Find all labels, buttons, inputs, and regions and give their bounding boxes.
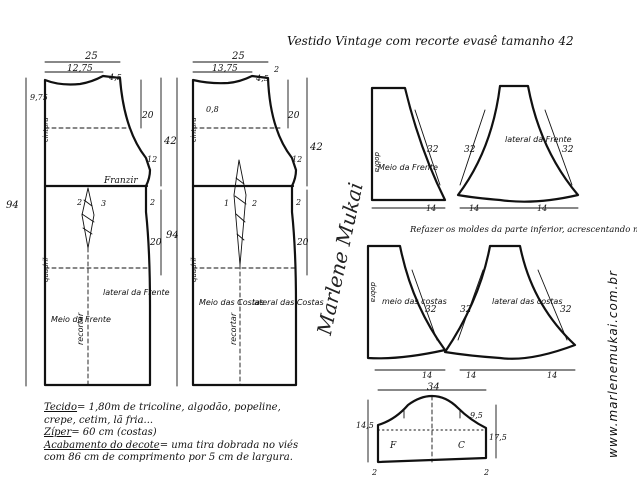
front-waist-in: 2	[149, 198, 155, 207]
front-panel-length-b: 32	[464, 145, 476, 155]
back-side-label: lateral das Costas	[252, 298, 324, 307]
zipper-text: = 60 cm (costas)	[71, 427, 157, 438]
sleeve-pattern	[367, 389, 497, 464]
page-title: Vestido Vintage com recorte evasê tamanh…	[287, 34, 574, 48]
finish-key: Acabamento do decote	[44, 439, 160, 451]
front-center-label: Meio da Frente	[51, 315, 111, 324]
front-hip-label: quadril	[42, 258, 50, 282]
sleeve-back-mark: C	[458, 441, 465, 451]
finish-text: = uma tira dobrada no viés	[159, 439, 299, 451]
front-side-mark: 12	[147, 155, 157, 164]
front-panel-length-c: 32	[562, 145, 574, 155]
back-neck-small: 2	[273, 65, 279, 74]
front-cut-label: recortar	[76, 312, 85, 345]
fabric-line: Tecido= 1,80m de tricoline, algodão, pop…	[44, 402, 364, 415]
back-panel-center-label: meio das costas	[382, 297, 447, 306]
front-panel-length: 32	[427, 145, 439, 155]
back-panel-fold: dobra	[369, 282, 377, 302]
zipper-key: Zíper	[44, 427, 72, 438]
front-gather-label: Franzir	[103, 176, 138, 186]
back-cut-label: recortar	[229, 312, 238, 345]
back-waist-label: cintura	[190, 117, 198, 142]
sleeve-front-mark: F	[389, 441, 397, 451]
sleeve-cap: 14,5	[356, 421, 374, 430]
back-panel-length-b: 32	[460, 305, 472, 315]
back-waist-in: 2	[295, 198, 301, 207]
sleeve-side-a: 17,5	[489, 433, 507, 442]
front-waist-label: cintura	[42, 117, 50, 142]
watermark-url: www.marlenemukai.com.br	[606, 270, 620, 458]
back-dart-b: 2	[251, 199, 257, 208]
front-panel-flare-c: 14	[537, 204, 547, 213]
back-panel-length: 32	[425, 305, 437, 315]
back-side-seam: 42	[309, 142, 323, 153]
finish-line-2: com 86 cm de comprimento por 5 cm de lar…	[44, 452, 293, 463]
back-neck-width: 13,75	[212, 64, 238, 74]
front-total-length: 94	[6, 200, 19, 211]
finish-line: Acabamento do decote= uma tira dobrada n…	[44, 440, 364, 453]
back-skirt-panels	[366, 244, 577, 371]
sleeve-side-b: 9,5	[470, 411, 483, 420]
front-dart-b: 3	[101, 199, 106, 208]
front-skirt-panels	[370, 84, 580, 209]
sleeve-width: 34	[427, 382, 440, 393]
back-center-label: Meio das Costas	[199, 298, 264, 307]
front-panel-center-label: Meio da Frente	[378, 163, 438, 172]
back-total-length: 94	[166, 230, 179, 241]
front-panel-side-label: lateral da Frente	[505, 135, 572, 144]
back-panel-side-label: lateral das costas	[492, 297, 563, 306]
back-shoulder-drop: 4,5	[255, 74, 269, 83]
sleeve-bottom-b: 2	[483, 468, 489, 477]
front-dart-a: 2	[76, 198, 82, 207]
back-panel-flare-a: 14	[422, 371, 432, 380]
back-panel-flare-c: 14	[547, 371, 557, 380]
back-pattern	[176, 61, 308, 387]
front-skirt-side: 20	[149, 238, 162, 248]
front-neck-width: 12,75	[67, 64, 93, 74]
instructions-block: Tecido= 1,80m de tricoline, algodão, pop…	[44, 402, 364, 465]
back-hip-label: quadril	[190, 258, 198, 282]
back-skirt-side: 20	[296, 238, 309, 248]
front-armhole-depth: 20	[141, 111, 154, 121]
zipper-line: Zíper= 60 cm (costas)	[44, 427, 364, 440]
refazer-note: Refazer os moldes da parte inferior, acr…	[409, 225, 637, 235]
fabric-line-2: crepe, cetim, lã fria...	[44, 414, 154, 426]
back-neck-depth: 0,8	[206, 105, 219, 114]
front-side-seam: 42	[163, 136, 177, 147]
front-pattern	[25, 61, 162, 387]
front-panel-fold: dobra	[373, 152, 381, 172]
front-side-label: lateral da Frente	[103, 288, 170, 297]
sleeve-bottom-a: 2	[371, 468, 377, 477]
back-panel-length-c: 32	[560, 305, 572, 315]
fabric-key: Tecido	[44, 402, 78, 413]
front-shoulder-drop: 4,5	[108, 73, 122, 82]
fabric-text: = 1,80m de tricoline, algodão, popeline,	[77, 402, 281, 413]
back-panel-flare-b: 14	[466, 371, 476, 380]
front-neck-depth: 9,75	[30, 93, 48, 102]
back-side-mark: 12	[292, 155, 302, 164]
back-width: 25	[231, 51, 245, 62]
back-dart-a: 1	[224, 199, 229, 208]
front-width: 25	[84, 51, 98, 62]
front-panel-flare-a: 14	[426, 204, 436, 213]
back-armhole-depth: 20	[287, 111, 300, 121]
front-panel-flare-b: 14	[469, 204, 479, 213]
